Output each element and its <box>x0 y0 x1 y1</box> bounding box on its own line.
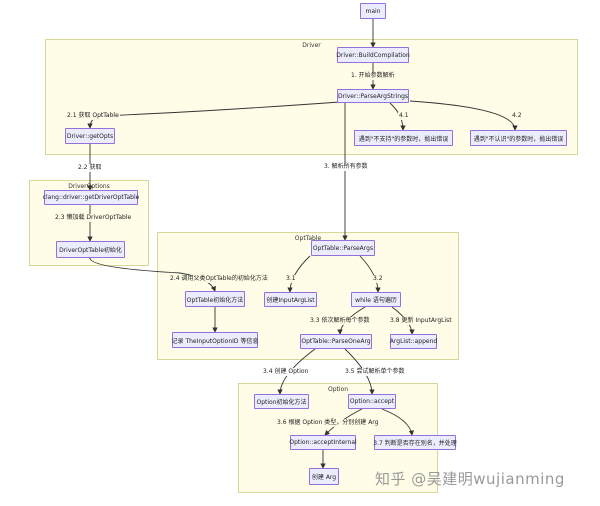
edge-label-3-4: 3.4 创建 Option <box>262 368 310 376</box>
node-get-driver-opt-table[interactable]: clang::driver::getDriverOptTable <box>43 190 139 205</box>
node-parse-one-arg[interactable]: OptTable::ParseOneArg <box>300 334 372 349</box>
node-opt-table-init[interactable]: OptTable初始化方法 <box>185 291 245 307</box>
node-option-init[interactable]: Option初始化方法 <box>254 394 309 409</box>
cluster-opt-table-title: OptTable <box>294 235 322 242</box>
edge-label-3-8: 3.8 更新 InputArgList <box>389 317 453 325</box>
edge-label-2-4: 2.4 调用父类OptTable的初始化方法 <box>169 275 269 283</box>
node-opt-table-parse-args[interactable]: OptTable::ParseArgs <box>311 240 375 256</box>
edge-parseargs-createlist <box>287 255 311 293</box>
node-driver-opt-table-init[interactable]: DriverOptTable初始化 <box>56 241 125 258</box>
node-main[interactable]: main <box>360 3 386 19</box>
edge-parse-unknown <box>409 100 518 131</box>
cluster-option-title: Option <box>327 386 349 393</box>
edge-label-3-6: 3.6 根据 Option 类型，分别创建 Arg <box>276 419 380 427</box>
node-while-loop[interactable]: while 语句遍历 <box>351 292 401 307</box>
node-get-opts[interactable]: Driver::getOpts <box>65 128 115 144</box>
edge-label-2-3: 2.3 懒加载 DriverOptTable <box>54 214 133 222</box>
edge-label-3-3: 3.3 依次解析每个参数 <box>309 317 371 325</box>
edge-label-3-1: 3.1 <box>285 275 297 283</box>
edge-accept-alias <box>381 408 415 436</box>
edge-label-2-1: 2.1 获取 OptTable <box>66 112 120 120</box>
watermark: 知乎 @吴建明wujianming <box>375 470 565 488</box>
edge-label-2-2: 2.2 获取 <box>77 164 103 172</box>
cluster-driver-title: Driver <box>302 42 321 49</box>
node-parse-arg-strings[interactable]: Driver::ParseArgStrings <box>337 89 409 103</box>
edge-parse-getopts <box>87 101 341 129</box>
edge-parseargs-while <box>359 255 381 293</box>
node-unknown-error[interactable]: 遇到"不认识"的参数时，抛出错误 <box>470 130 567 146</box>
node-option-accept[interactable]: Option::accept <box>348 394 396 409</box>
edge-init-opttableinit <box>89 257 216 292</box>
node-accept-internal[interactable]: Option::acceptInternal <box>289 435 357 450</box>
edge-label-3-5: 3.5 尝试解析单个参数 <box>344 368 406 376</box>
node-alias-check[interactable]: 3.7 判断是否存在别名，并处理 <box>373 435 457 450</box>
edge-label-1: 1. 开始参数解析 <box>350 72 396 80</box>
node-unsupported-error[interactable]: 遇到"不支持"的参数时，抛出错误 <box>354 130 453 146</box>
edge-label-4-1: 4.1 <box>398 112 410 120</box>
node-create-arg[interactable]: 创建 Arg <box>309 468 339 485</box>
node-arg-list-append[interactable]: ArgList::append <box>390 334 437 349</box>
edge-label-4-2: 4.2 <box>511 112 523 120</box>
node-create-input-arg-list[interactable]: 创建InputArgList <box>264 292 317 307</box>
edge-label-3: 3. 解析所有参数 <box>323 163 369 171</box>
edge-label-3-2: 3.2 <box>372 275 384 283</box>
node-record-input-option-id[interactable]: 记录 TheInputOptionID 等信息 <box>172 332 258 348</box>
node-build-compilation[interactable]: Driver::BuildCompilation <box>336 47 410 63</box>
